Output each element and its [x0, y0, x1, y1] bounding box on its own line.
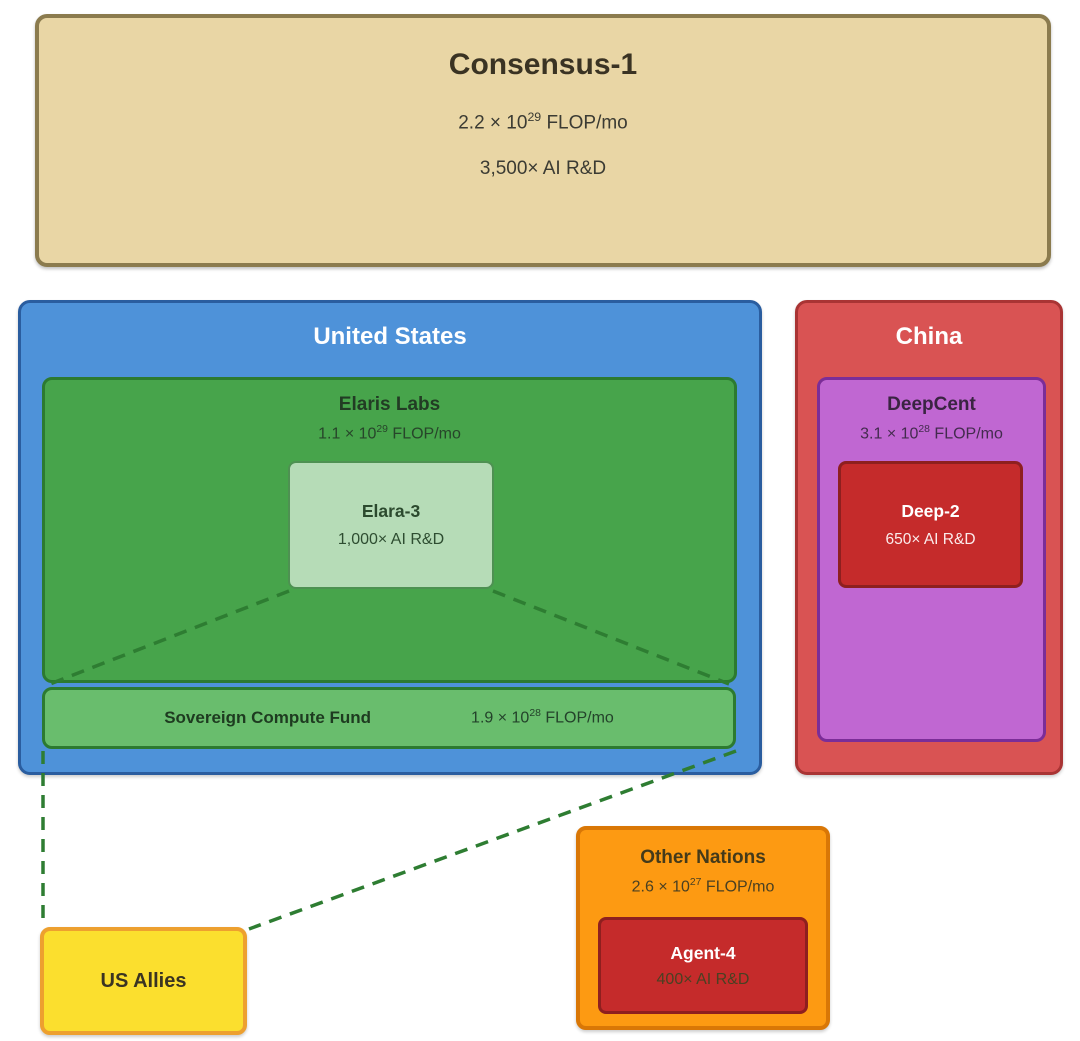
flop-unit: FLOP/mo — [540, 709, 614, 727]
sovereign-compute-fund-box: Sovereign Compute Fund 1.9 × 1028 FLOP/m… — [42, 687, 736, 749]
flop-unit: FLOP/mo — [701, 878, 775, 896]
sovereign-compute-fund-title: Sovereign Compute Fund — [164, 708, 372, 727]
agent-4-title: Agent-4 — [670, 942, 736, 963]
deepcent-flop: 3.1 × 1028 FLOP/mo — [820, 424, 1043, 443]
flop-mantissa: 1.9 × 10 — [471, 709, 530, 727]
flop-mantissa: 2.2 × 10 — [458, 112, 528, 134]
deepcent-box: DeepCent 3.1 × 1028 FLOP/mo Deep-2 650× … — [817, 377, 1046, 742]
flop-unit: FLOP/mo — [387, 425, 461, 443]
sovereign-compute-fund-flop: 1.9 × 1028 FLOP/mo — [471, 708, 614, 727]
elaris-labs-box: Elaris Labs 1.1 × 1029 FLOP/mo Elara-3 1… — [42, 377, 737, 683]
agent-4-rd: 400× AI R&D — [656, 970, 750, 988]
flop-exponent: 29 — [376, 424, 388, 435]
us-allies-title: US Allies — [100, 969, 187, 992]
other-nations-box: Other Nations 2.6 × 1027 FLOP/mo Agent-4… — [576, 826, 830, 1030]
flop-mantissa: 1.1 × 10 — [318, 425, 377, 443]
china-box: China DeepCent 3.1 × 1028 FLOP/mo Deep-2… — [795, 300, 1063, 775]
flop-exponent: 28 — [529, 708, 541, 720]
flop-mantissa: 3.1 × 10 — [860, 425, 919, 443]
other-nations-flop: 2.6 × 1027 FLOP/mo — [580, 877, 826, 896]
consensus-1-flop: 2.2 × 1029 FLOP/mo — [39, 110, 1047, 134]
consensus-1-title: Consensus-1 — [448, 48, 638, 81]
elara-3-rd: 1,000× AI R&D — [337, 531, 445, 548]
deep-2-rd: 650× AI R&D — [885, 530, 976, 548]
flop-exponent: 29 — [527, 110, 542, 124]
flop-mantissa: 2.6 × 10 — [631, 878, 690, 896]
deepcent-title: DeepCent — [887, 394, 976, 415]
united-states-title: United States — [313, 323, 467, 350]
flop-exponent: 27 — [689, 877, 702, 888]
elaris-labs-title: Elaris Labs — [338, 394, 441, 415]
deep-2-title: Deep-2 — [901, 500, 960, 521]
elara-3-box: Elara-3 1,000× AI R&D — [288, 461, 494, 589]
us-allies-box: US Allies — [40, 927, 247, 1035]
elaris-labs-flop: 1.1 × 1029 FLOP/mo — [45, 424, 734, 443]
united-states-box: United States Elaris Labs 1.1 × 1029 FLO… — [18, 300, 762, 775]
consensus-1-rd: 3,500× AI R&D — [479, 158, 607, 180]
china-title: China — [895, 323, 963, 350]
consensus-1-box: Consensus-1 2.2 × 1029 FLOP/mo 3,500× AI… — [35, 14, 1051, 267]
elara-3-title: Elara-3 — [361, 501, 421, 521]
other-nations-title: Other Nations — [640, 847, 766, 868]
flop-unit: FLOP/mo — [541, 112, 628, 134]
flop-exponent: 28 — [918, 424, 930, 435]
flop-unit: FLOP/mo — [929, 425, 1003, 443]
agent-4-box: Agent-4 400× AI R&D — [598, 917, 808, 1014]
deep-2-box: Deep-2 650× AI R&D — [838, 461, 1023, 588]
